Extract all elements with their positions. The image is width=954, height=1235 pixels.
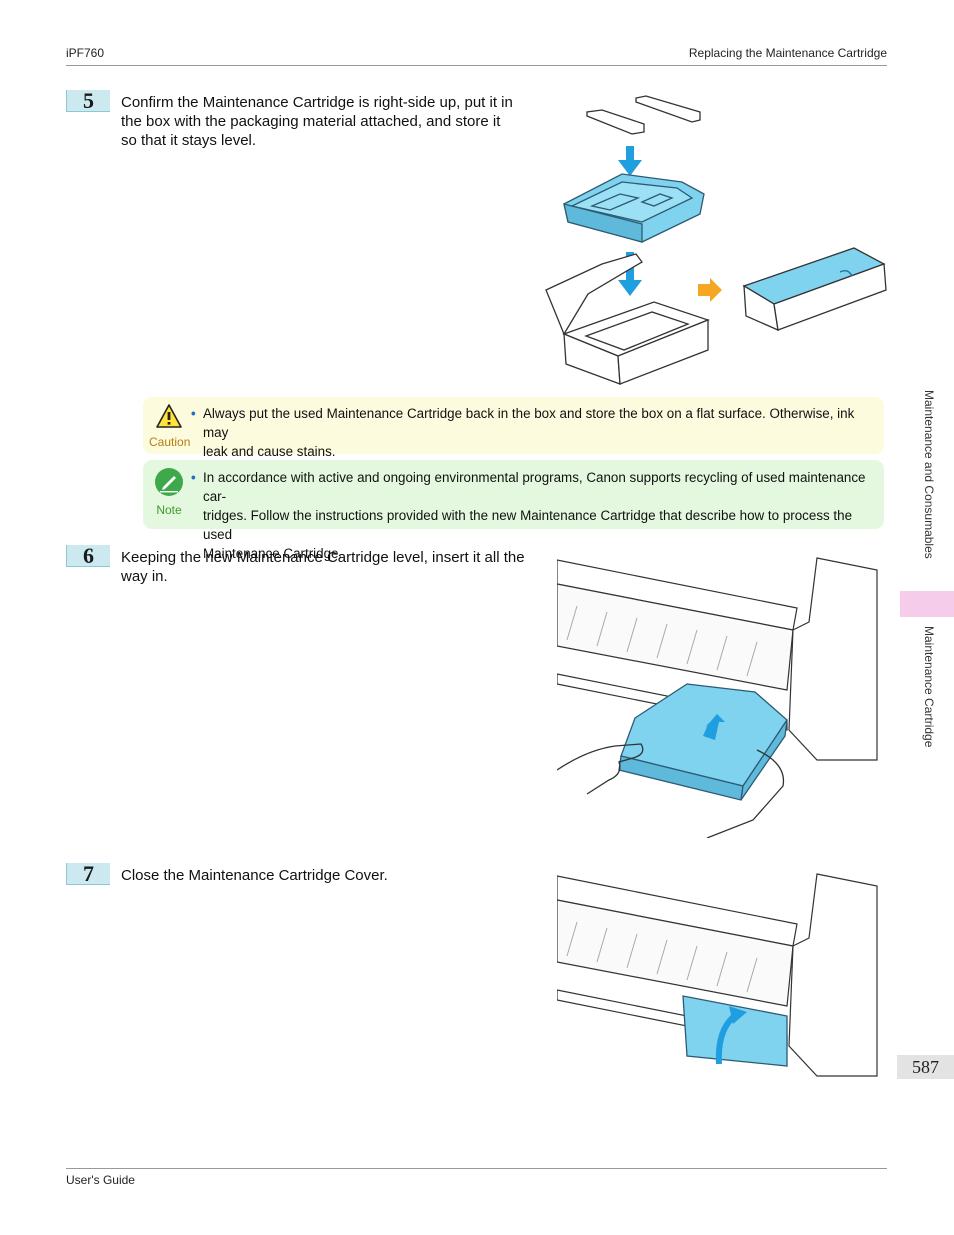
- side-tab-section: Maintenance and Consumables: [922, 390, 936, 559]
- note-icon-group: Note: [149, 467, 189, 517]
- note-label: Note: [156, 503, 182, 517]
- step-7-text: Close the Maintenance Cartridge Cover.: [121, 866, 388, 885]
- note-text: • In accordance with active and ongoing …: [191, 468, 872, 563]
- step-6-line: Keeping the new Maintenance Cartridge le…: [121, 549, 525, 566]
- close-cover-illustration: [557, 873, 878, 1077]
- note-line: tridges. Follow the instructions provide…: [203, 508, 853, 542]
- insert-cartridge-illustration: [557, 557, 878, 838]
- note-line: In accordance with active and ongoing en…: [203, 470, 866, 504]
- step-5-badge: 5: [66, 90, 110, 112]
- header-product: iPF760: [66, 46, 105, 60]
- step-5-line: Confirm the Maintenance Cartridge is rig…: [121, 94, 513, 111]
- bullet-icon: •: [191, 406, 196, 421]
- step-7-badge: 7: [66, 863, 110, 885]
- step-6-text: Keeping the new Maintenance Cartridge le…: [121, 548, 525, 586]
- step-5-line: so that it stays level.: [121, 132, 257, 149]
- header-section-title: Replacing the Maintenance Cartridge: [688, 46, 887, 60]
- header-divider: [66, 65, 887, 66]
- step-7-line: Close the Maintenance Cartridge Cover.: [121, 867, 388, 884]
- caution-box: Caution • Always put the used Maintenanc…: [143, 397, 884, 459]
- page-number: 587: [897, 1055, 954, 1079]
- step-6-badge: 6: [66, 545, 110, 567]
- caution-text: • Always put the used Maintenance Cartri…: [191, 404, 872, 461]
- footer-divider: [66, 1168, 887, 1169]
- caution-triangle-icon: [156, 404, 182, 428]
- step-5-line: the box with the packaging material atta…: [121, 113, 501, 130]
- caution-label: Caution: [149, 435, 191, 449]
- bullet-icon: •: [191, 470, 196, 485]
- side-tab-subsection: Maintenance Cartridge: [922, 626, 936, 748]
- footer-guide-title: User's Guide: [66, 1173, 135, 1187]
- step-6-line: way in.: [121, 568, 168, 585]
- caution-line: Always put the used Maintenance Cartridg…: [203, 406, 855, 440]
- cartridge-packaging-illustration: [545, 95, 887, 385]
- step-5-text: Confirm the Maintenance Cartridge is rig…: [121, 93, 513, 150]
- caution-icon-group: Caution: [149, 403, 191, 449]
- note-box: Note • In accordance with active and ong…: [143, 460, 884, 561]
- note-pencil-icon: [155, 468, 183, 496]
- note-line: Maintenance Cartridge.: [203, 546, 343, 561]
- caution-line: leak and cause stains.: [203, 444, 336, 459]
- side-tab-marker: [900, 591, 954, 617]
